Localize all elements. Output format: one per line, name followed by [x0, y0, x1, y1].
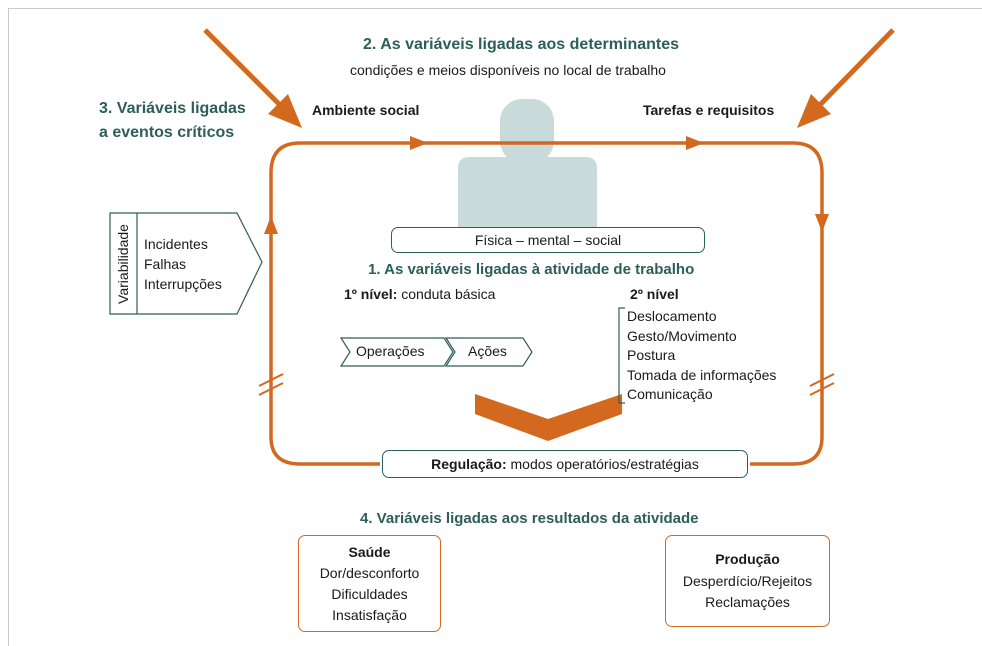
social-environment-label: Ambiente social: [312, 102, 420, 118]
level2-item: Gesto/Movimento: [627, 327, 737, 344]
frame-left-border: [8, 8, 9, 646]
variability-pentagon: [109, 212, 263, 315]
production-item: Reclamações: [705, 594, 790, 610]
critical-event-item: Interrupções: [144, 276, 222, 292]
variability-label: Variabilidade: [115, 224, 131, 304]
loop-arrow-left-up: [264, 216, 278, 234]
actions-label: Ações: [468, 343, 507, 359]
production-item: Desperdício/Rejeitos: [682, 573, 813, 589]
loop-arrow-right-down: [815, 214, 829, 232]
frame-top-border: [8, 8, 982, 9]
level2-item: Postura: [627, 347, 676, 363]
tasks-requirements-label: Tarefas e requisitos: [643, 102, 775, 118]
health-title: Saúde: [348, 544, 391, 560]
dimensions-label: Física – mental – social: [474, 232, 622, 248]
down-chevron-icon: [475, 394, 622, 441]
determinants-title: 2. As variáveis ligadas aos determinante…: [363, 36, 680, 53]
level2-item: Comunicação: [627, 386, 713, 402]
critical-events-title-line2: a eventos críticos: [99, 124, 235, 141]
health-item: Dificuldades: [331, 586, 408, 602]
regulation-label: Regulação: modos operatórios/estratégias: [383, 454, 747, 474]
level1-text: conduta básica: [397, 286, 496, 302]
level2-label: 2º nível: [630, 286, 679, 302]
operations-label: Operações: [356, 343, 425, 359]
health-box: Saúde Dor/desconforto Dificuldades Insat…: [298, 535, 441, 632]
critical-events-title-line1: 3. Variáveis ligadas: [99, 100, 246, 117]
critical-event-item: Falhas: [144, 256, 187, 272]
loop-arrow-top-right: [686, 136, 704, 150]
health-item: Dor/desconforto: [319, 565, 420, 581]
level2-item: Tomada de informações: [627, 366, 777, 383]
regulation-loop: [269, 141, 824, 466]
results-title: 4. Variáveis ligadas aos resultados da a…: [360, 510, 699, 527]
loop-break-marks: [258, 373, 835, 396]
actions-chevron: [444, 337, 533, 367]
regulation-bold: Regulação:: [431, 456, 507, 472]
determinants-subtitle: condições e meios disponíveis no local d…: [350, 62, 666, 78]
level1-bold: 1º nível:: [344, 286, 398, 302]
production-title: Produção: [715, 551, 780, 567]
health-item: Insatisfação: [332, 607, 407, 623]
critical-event-item: Incidentes: [144, 236, 208, 252]
level1-label: 1º nível: conduta básica: [344, 286, 495, 302]
determinant-arrow-right: [797, 28, 895, 128]
operations-chevron: [339, 337, 454, 367]
dimensions-box: Física – mental – social: [391, 227, 705, 253]
person-silhouette-icon: [458, 99, 597, 230]
determinant-arrow-left: [203, 28, 302, 128]
production-box: Produção Desperdício/Rejeitos Reclamaçõe…: [665, 535, 830, 627]
level2-item: Deslocamento: [627, 308, 717, 324]
loop-arrow-top-left: [410, 136, 428, 150]
level2-list: Deslocamento Gesto/Movimento Postura Tom…: [627, 307, 776, 405]
activity-title: 1. As variáveis ligadas à atividade de t…: [368, 261, 695, 278]
level2-bracket: [618, 307, 625, 404]
regulation-box: Regulação: modos operatórios/estratégias: [382, 450, 748, 478]
regulation-text: modos operatórios/estratégias: [506, 456, 699, 472]
